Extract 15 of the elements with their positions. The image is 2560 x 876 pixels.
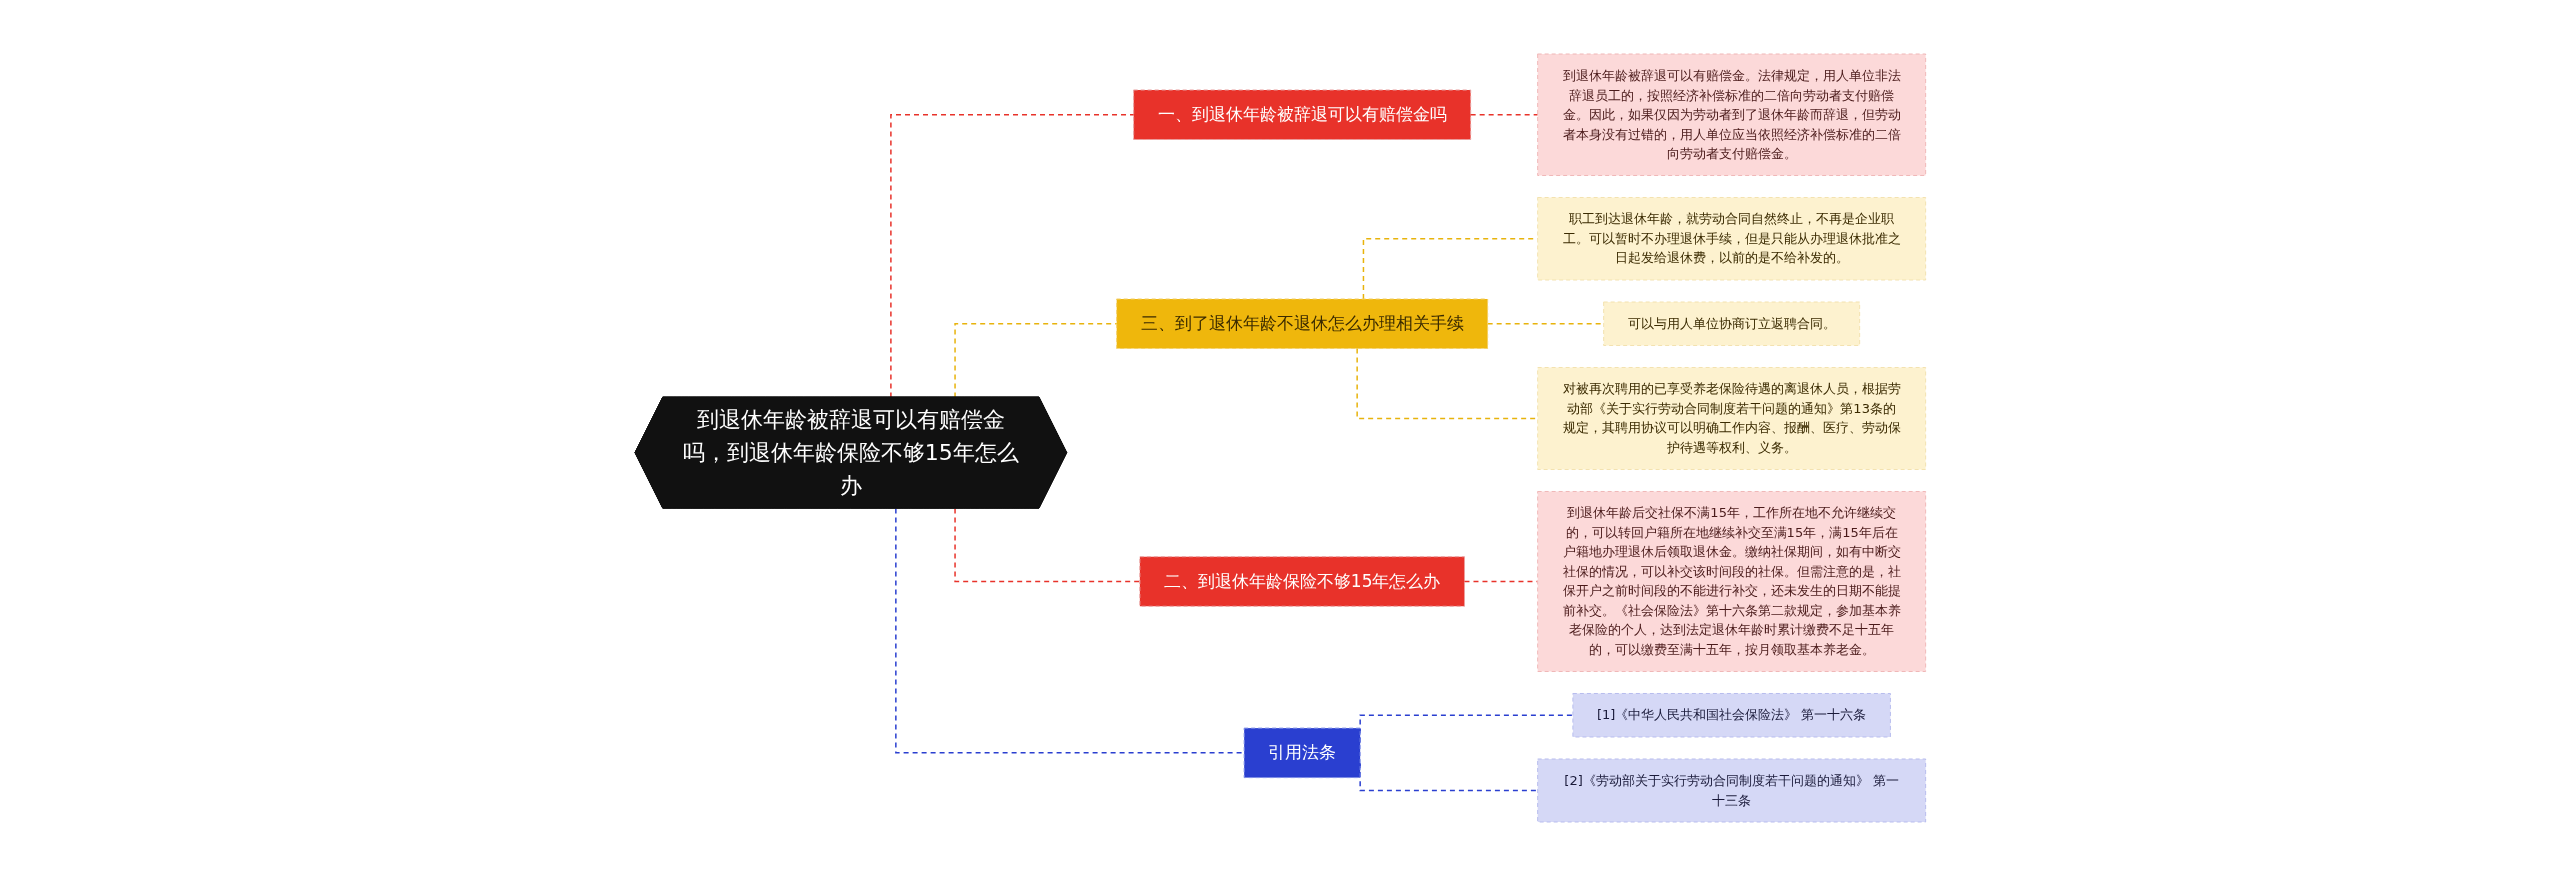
node-box: 可以与用人单位协商订立返聘合同。 xyxy=(1602,301,1860,346)
node-box: 二、到退休年龄保险不够15年怎么办 xyxy=(1139,556,1465,607)
node-box: [2]《劳动部关于实行劳动合同制度若干问题的通知》 第一十三条 xyxy=(1536,758,1926,823)
connector xyxy=(889,114,1135,399)
node-box: [1]《中华人民共和国社会保险法》 第一十六条 xyxy=(1572,693,1891,738)
node-box: 职工到达退休年龄，就劳动合同自然终止，不再是企业职工。可以暂时不办理退休手续，但是只能从办理退休批准之日起发给退休费，以前的是不给补发的。 xyxy=(1536,197,1926,281)
node-box: 到退休年龄被辞退可以有赔偿金。法律规定，用人单位非法辞退员工的，按照经济补偿标准的二倍向劳动者支付赔偿金。因此，如果仅因为劳动者到了退休年龄而辞退，但劳动者本身没有过错的，用人单位应当依照经济补偿标准的二倍向劳动者支付赔偿金。 xyxy=(1536,53,1926,176)
node-box: 到退休年龄后交社保不满15年，工作所在地不允许继续交的，可以转回户籍所在地继续补交至满15年，满15年后在户籍地办理退休后领取退休金。缴纳社保期间，如有中断交社保的情况，可以补交该时间段的社保。但需注意的是，社保开户之前时间段的不能进行补交，还未发生的日期不能提前补交。《社会保险法》第十六条第二款规定，参加基本养老保险的个人，达到法定退休年龄时累计缴费不足十五年的，可以缴费至满十五年，按月领取基本养老金。 xyxy=(1536,491,1926,672)
connector xyxy=(1469,114,1539,116)
connector xyxy=(953,507,1141,583)
connector xyxy=(894,507,1245,754)
node-box: 引用法条 xyxy=(1243,727,1361,779)
node-box: 一、到退休年龄被辞退可以有赔偿金吗 xyxy=(1132,89,1471,140)
node-box: 对被再次聘用的已享受养老保险待遇的离退休人员，根据劳动部《关于实行劳动合同制度若干问题的通知》第13条的规定，其聘用协议可以明确工作内容、报酬、医疗、劳动保护待遇等权利、义务。 xyxy=(1536,367,1926,470)
node-box: 三、到了退休年龄不退休怎么办理相关手续 xyxy=(1115,298,1488,349)
